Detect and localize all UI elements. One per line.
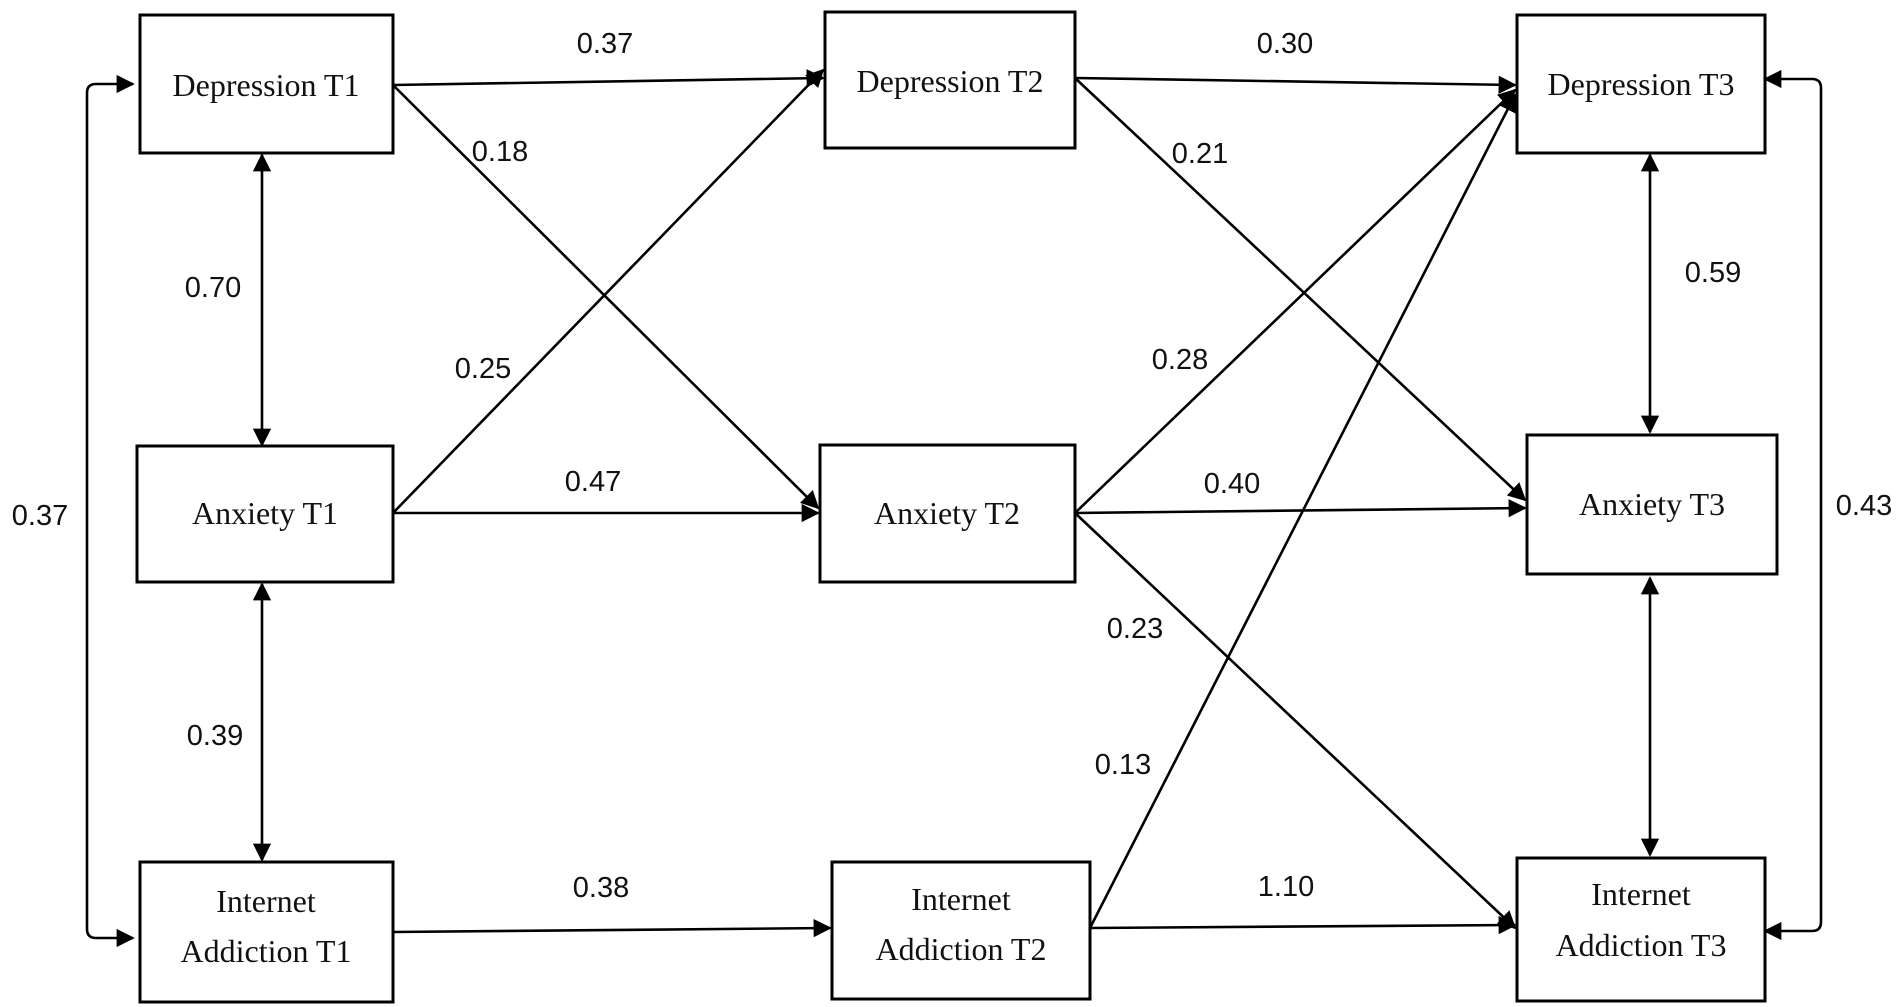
coef-corr-dep-t1-anx-t1: 0.70 xyxy=(185,272,241,304)
node-depression-t2: Depression T2 xyxy=(823,10,1077,150)
edge-ia-t1-to-ia-t2 xyxy=(392,919,832,938)
node-box xyxy=(135,444,395,584)
coef-anx-t2-dep-t3: 0.28 xyxy=(1152,344,1208,376)
coef-ia-t2-dep-t3: 0.13 xyxy=(1095,749,1151,781)
coef-ia-t2-ia-t3: 1.10 xyxy=(1258,871,1314,903)
edge-dep-t2-to-anx-t3 xyxy=(1074,77,1527,502)
coef-corr-anx-t1-ia-t1: 0.39 xyxy=(187,720,243,752)
node-depression-t3: Depression T3 xyxy=(1515,13,1767,155)
edge-dep-t1-to-anx-t2 xyxy=(392,84,820,510)
coef-anx-t2-anx-t3: 0.40 xyxy=(1204,468,1260,500)
node-label-line-2: Addiction T3 xyxy=(1556,927,1727,963)
edge-anx-t2-to-ia-t3 xyxy=(1074,512,1517,930)
node-label-line-2: Addiction T2 xyxy=(876,931,1047,967)
node-box xyxy=(1525,433,1779,576)
node-anxiety-t3: Anxiety T3 xyxy=(1525,433,1779,576)
coefficient-labels: 0.37 0.30 0.18 0.21 0.25 0.47 0.28 0.40 … xyxy=(12,28,1892,904)
node-box xyxy=(138,13,395,155)
edge-anx-t2-to-dep-t3 xyxy=(1074,88,1517,514)
node-label: Depression T1 xyxy=(173,67,360,103)
node-box xyxy=(830,860,1092,1001)
coef-dep-t2-anx-t3: 0.21 xyxy=(1172,138,1228,170)
coef-corr-dep-t1-ia-t1: 0.37 xyxy=(12,500,68,532)
edge-ia-t2-to-ia-t3 xyxy=(1089,916,1517,935)
coef-anx-t1-anx-t2: 0.47 xyxy=(565,466,621,498)
node-label: Depression T3 xyxy=(1548,66,1735,102)
node-box xyxy=(138,860,395,1004)
node-depression-t1: Depression T1 xyxy=(138,13,395,155)
edge-dep-t2-to-dep-t3 xyxy=(1074,75,1517,94)
node-label-line-1: Internet xyxy=(1591,876,1691,912)
edge-anx-t1-to-dep-t2 xyxy=(392,68,825,514)
node-anxiety-t2: Anxiety T2 xyxy=(818,443,1077,584)
coef-ia-t1-ia-t2: 0.38 xyxy=(573,872,629,904)
node-box xyxy=(1515,13,1767,155)
corr-dep-t3-ia-t3 xyxy=(1763,69,1823,941)
node-label: Anxiety T2 xyxy=(874,495,1020,531)
edge-dep-t1-to-dep-t2 xyxy=(392,69,825,88)
node-label: Anxiety T3 xyxy=(1579,486,1725,522)
coef-corr-dep-t3-ia-t3: 0.43 xyxy=(1836,490,1892,522)
coef-dep-t2-dep-t3: 0.30 xyxy=(1257,28,1313,60)
node-internet-addiction-t3: Internet Addiction T3 xyxy=(1515,856,1767,1003)
edge-ia-t2-to-dep-t3 xyxy=(1088,93,1517,929)
node-label-line-2: Addiction T1 xyxy=(181,933,352,969)
coef-anx-t2-ia-t3: 0.23 xyxy=(1107,613,1163,645)
node-internet-addiction-t2: Internet Addiction T2 xyxy=(830,860,1092,1001)
node-label-line-1: Internet xyxy=(911,881,1011,917)
node-anxiety-t1: Anxiety T1 xyxy=(135,444,395,584)
edges xyxy=(85,68,1823,948)
corr-dep-t1-ia-t1 xyxy=(85,74,135,948)
coef-dep-t1-dep-t2: 0.37 xyxy=(577,28,633,60)
node-label: Anxiety T1 xyxy=(192,495,338,531)
coef-corr-dep-t3-anx-t3: 0.59 xyxy=(1685,257,1741,289)
node-internet-addiction-t1: Internet Addiction T1 xyxy=(138,860,395,1004)
coef-anx-t1-dep-t2: 0.25 xyxy=(455,353,511,385)
node-box xyxy=(1515,856,1767,1003)
node-label-line-1: Internet xyxy=(216,883,316,919)
edge-anx-t2-to-anx-t3 xyxy=(1074,499,1527,518)
node-label: Depression T2 xyxy=(857,63,1044,99)
node-box xyxy=(818,443,1077,584)
node-box xyxy=(823,10,1077,150)
coef-dep-t1-anx-t2: 0.18 xyxy=(472,136,528,168)
